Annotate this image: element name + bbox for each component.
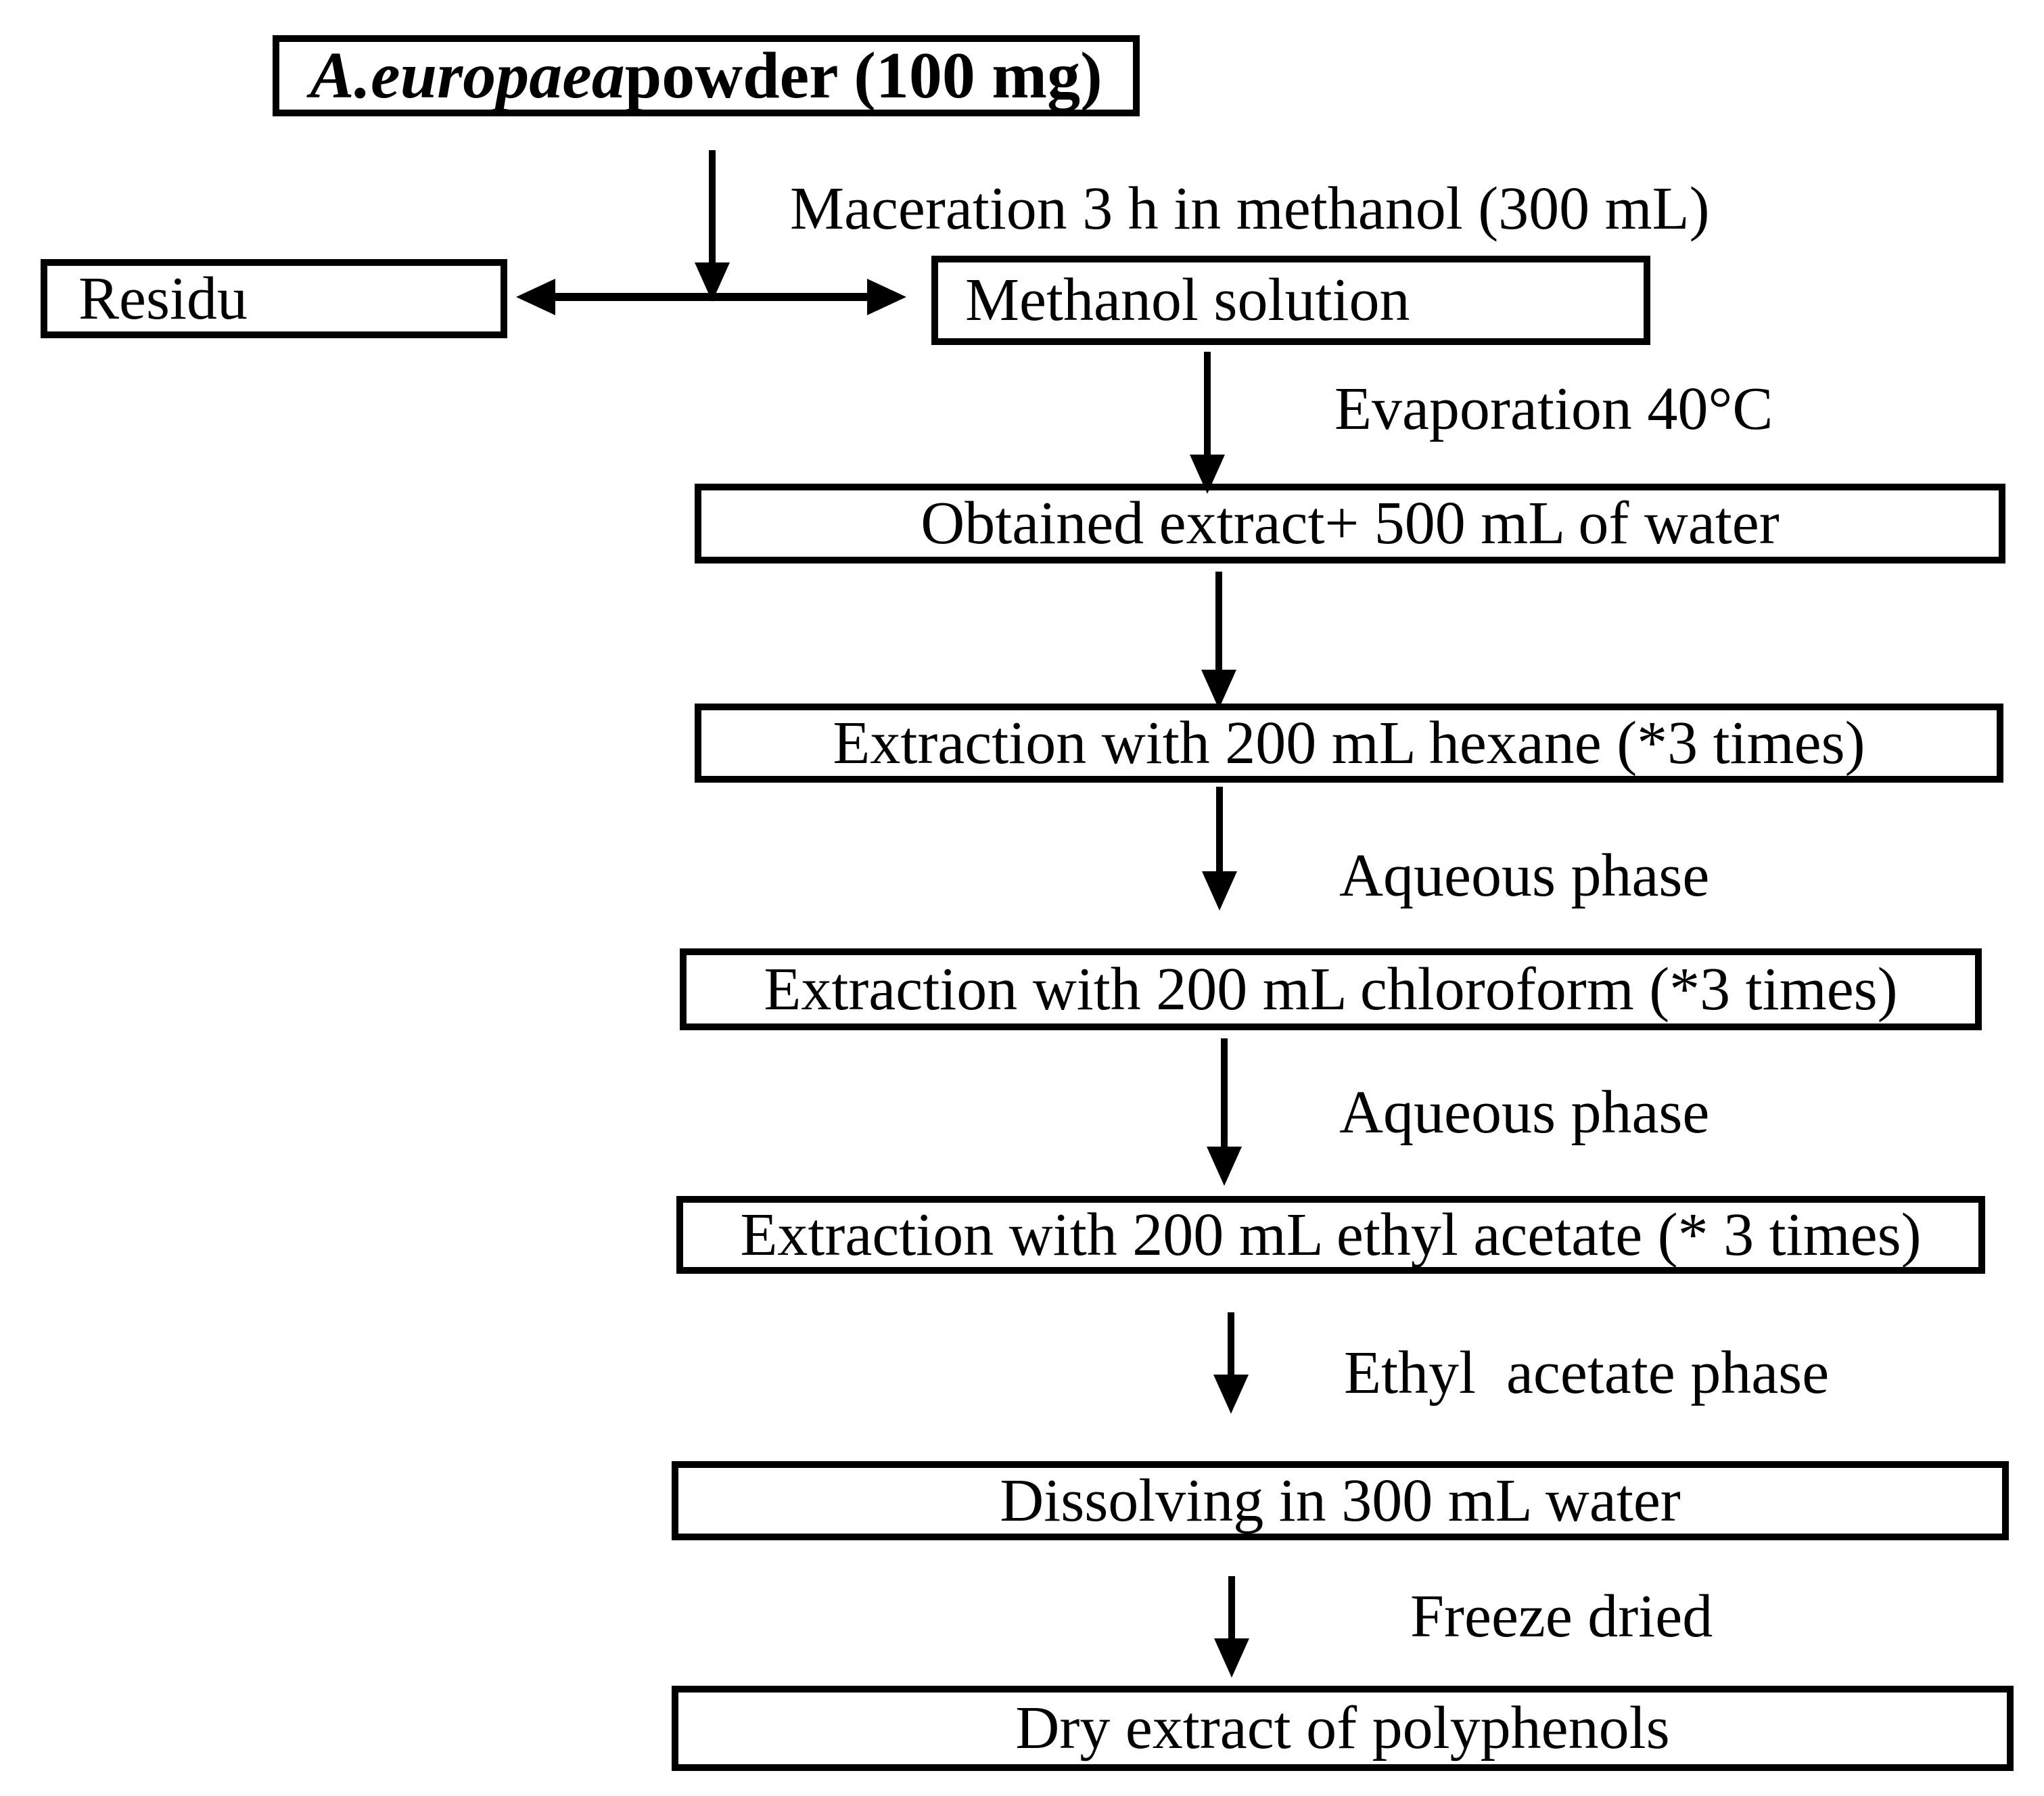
arrow-down-2-line xyxy=(1204,352,1211,467)
maceration-step-label: Maceration 3 h in methanol (300 mL) xyxy=(790,175,1710,242)
arrow-down-7-line xyxy=(1228,1576,1235,1644)
aqueous-phase-label-2: Aqueous phase xyxy=(1339,1079,1710,1146)
arrow-right-icon xyxy=(867,279,906,315)
arrow-down-4-icon xyxy=(1202,871,1237,911)
box-hexane-extraction: Extraction with 200 mL hexane (*3 times) xyxy=(695,704,2003,783)
box-dissolving-water: Dissolving in 300 mL water xyxy=(672,1461,2009,1540)
arrow-down-7-icon xyxy=(1214,1638,1249,1678)
arrow-down-3-icon xyxy=(1201,670,1236,709)
box-methanol-solution: Methanol solution xyxy=(931,256,1650,345)
evaporation-step-label: Evaporation 40°C xyxy=(1334,375,1773,442)
chloroform-label: Extraction with 200 mL chloroform (*3 ti… xyxy=(764,955,1898,1023)
obtained-label: Obtained extract+ 500 mL of water xyxy=(921,490,1780,557)
methanol-label: Methanol solution xyxy=(965,267,1410,333)
arrow-down-6-line xyxy=(1228,1312,1234,1381)
box-chloroform-extraction: Extraction with 200 mL chloroform (*3 ti… xyxy=(680,948,1982,1030)
box-dry-extract: Dry extract of polyphenols xyxy=(672,1686,2014,1771)
box-plant-powder: A.europaea powder (100 mg) xyxy=(273,35,1140,116)
arrow-down-5-line xyxy=(1221,1038,1228,1148)
arrow-left-icon xyxy=(516,279,555,315)
box-ethyl-acetate-extraction: Extraction with 200 mL ethyl acetate (* … xyxy=(676,1196,1985,1274)
species-name: A.europaea xyxy=(310,39,625,112)
arrow-down-1-line xyxy=(709,150,716,264)
box-obtained-extract: Obtained extract+ 500 mL of water xyxy=(695,484,2005,563)
arrow-down-5-icon xyxy=(1207,1147,1242,1186)
box-residu: Residu xyxy=(41,259,507,338)
arrow-down-2-icon xyxy=(1190,455,1225,494)
ethyl-label: Extraction with 200 mL ethyl acetate (* … xyxy=(740,1201,1922,1268)
ethyl-acetate-phase-label: Ethyl acetate phase xyxy=(1344,1339,1830,1406)
arrow-down-4-line xyxy=(1216,787,1223,874)
aqueous-phase-label-1: Aqueous phase xyxy=(1339,842,1710,909)
arrow-down-6-icon xyxy=(1213,1375,1249,1414)
dry-extract-label: Dry extract of polyphenols xyxy=(1015,1695,1670,1762)
freeze-dried-label: Freeze dried xyxy=(1410,1583,1713,1650)
arrow-down-3-line xyxy=(1215,572,1222,671)
powder-label: powder (100 mg) xyxy=(624,39,1102,112)
double-arrow-line xyxy=(538,293,883,301)
dissolving-label: Dissolving in 300 mL water xyxy=(1000,1467,1681,1534)
residu-label: Residu xyxy=(78,264,248,332)
hexane-label: Extraction with 200 mL hexane (*3 times) xyxy=(833,709,1865,777)
